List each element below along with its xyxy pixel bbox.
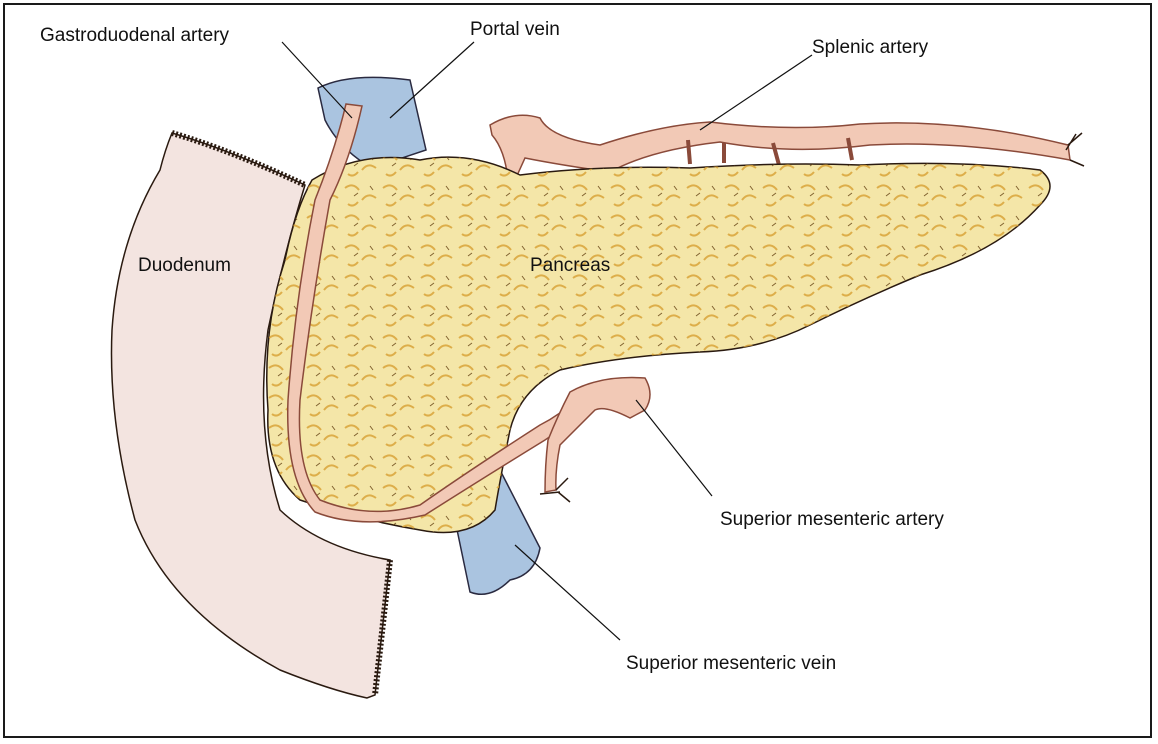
label-duodenum: Duodenum	[138, 256, 231, 275]
label-portal-vein: Portal vein	[470, 20, 560, 39]
leader-splenic-artery	[700, 55, 812, 130]
leader-superior-mesenteric-vein	[515, 545, 620, 640]
label-pancreas: Pancreas	[530, 256, 610, 275]
superior-mesenteric-artery-shape	[545, 378, 650, 492]
label-splenic-artery: Splenic artery	[812, 38, 928, 57]
pancreas-texture	[267, 157, 1050, 532]
leader-superior-mesenteric-artery	[636, 400, 712, 496]
label-superior-mesenteric-vein: Superior mesenteric vein	[626, 654, 836, 673]
label-superior-mesenteric-artery: Superior mesenteric artery	[720, 510, 944, 529]
label-gastroduodenal-artery: Gastroduodenal artery	[40, 26, 229, 45]
